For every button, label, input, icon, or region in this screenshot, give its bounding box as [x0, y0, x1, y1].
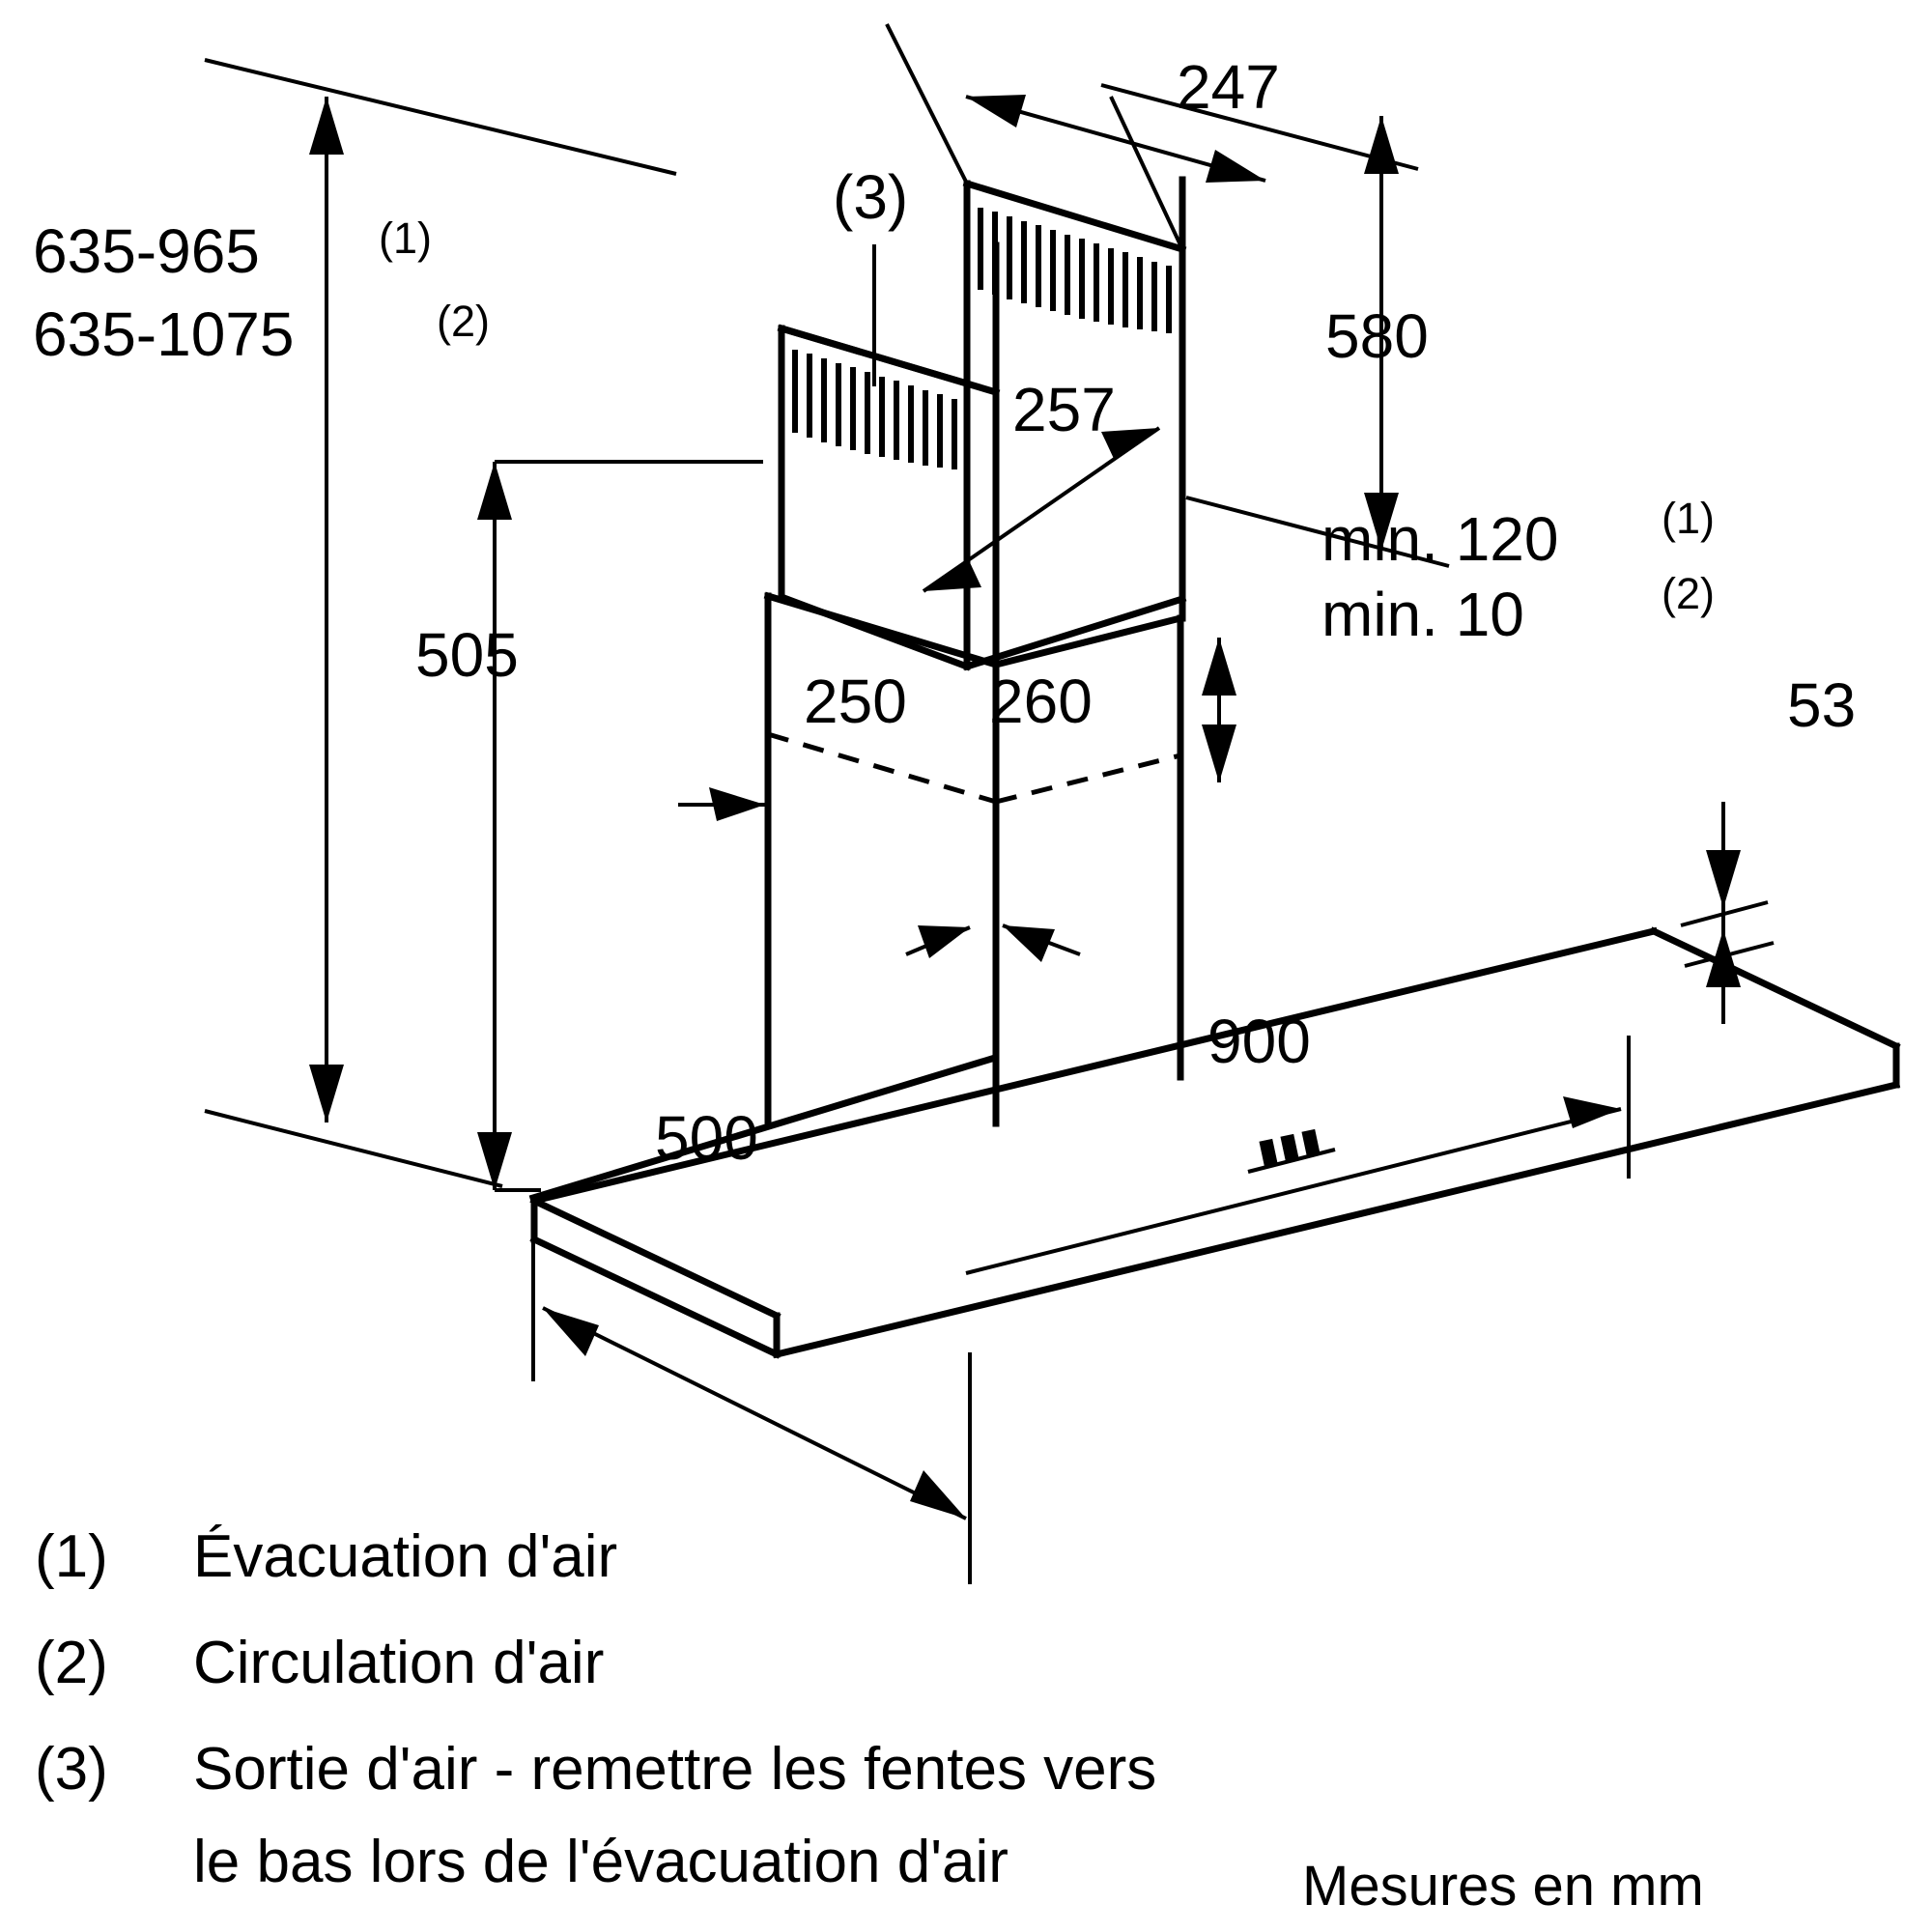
dim-label-min-120: min. 120: [1321, 504, 1558, 574]
vent-slots-front: [792, 350, 957, 469]
legend-text-3-line2: le bas lors de l'évacuation d'air: [193, 1829, 1009, 1895]
dim-label-53: 53: [1787, 670, 1856, 740]
dim-label-260: 260: [989, 667, 1093, 736]
callout-label-3: (3): [833, 162, 908, 232]
dim-257: [922, 426, 1161, 593]
legend-text-3: Sortie d'air - remettre les fentes vers: [193, 1736, 1156, 1803]
control-panel[interactable]: [1247, 1128, 1336, 1174]
dim-label-height-range-1-ref: (1): [379, 213, 432, 263]
dim-label-height-range-2-ref: (2): [437, 297, 490, 346]
dim-247: [885, 23, 1266, 250]
dim-min-clearance: [1202, 638, 1236, 782]
legend: (1) Évacuation d'air (2) Circulation d'a…: [35, 1523, 1156, 1895]
dim-label-min-10: min. 10: [1321, 580, 1524, 649]
canopy-outline: [529, 926, 1901, 1359]
units-note: Mesures en mm: [1302, 1855, 1704, 1918]
dim-label-505: 505: [415, 620, 519, 690]
dim-900: [965, 1036, 1631, 1275]
dim-250-260-arrows: [905, 923, 1081, 962]
legend-marker-1: (1): [35, 1523, 108, 1590]
dim-install-height: [204, 58, 677, 1188]
legend-marker-3: (3): [35, 1736, 108, 1803]
dim-label-min-120-ref: (1): [1662, 494, 1715, 543]
dim-label-min-10-ref: (2): [1662, 569, 1715, 618]
dim-53: [1680, 802, 1775, 1024]
dim-500: [531, 1203, 972, 1584]
dim-label-250: 250: [804, 667, 907, 736]
dim-label-500: 500: [655, 1103, 758, 1173]
chimney-outline: [777, 179, 1187, 671]
dim-label-900: 900: [1208, 1007, 1311, 1076]
legend-text-1: Évacuation d'air: [193, 1523, 617, 1590]
legend-marker-2: (2): [35, 1630, 108, 1696]
dim-label-257: 257: [1012, 375, 1116, 444]
dim-label-580: 580: [1325, 301, 1429, 371]
hood-canopy: [528, 1053, 1000, 1203]
vent-slots-rear: [978, 208, 1172, 333]
dim-label-height-range-1: 635-965: [33, 216, 260, 286]
dim-label-247: 247: [1177, 52, 1280, 122]
dim-label-height-range-2: 635-1075: [33, 299, 294, 369]
legend-text-2: Circulation d'air: [193, 1630, 604, 1696]
dim-505: [477, 460, 763, 1192]
dim-580: [1100, 83, 1450, 568]
dim-250-arrow: [678, 787, 765, 821]
